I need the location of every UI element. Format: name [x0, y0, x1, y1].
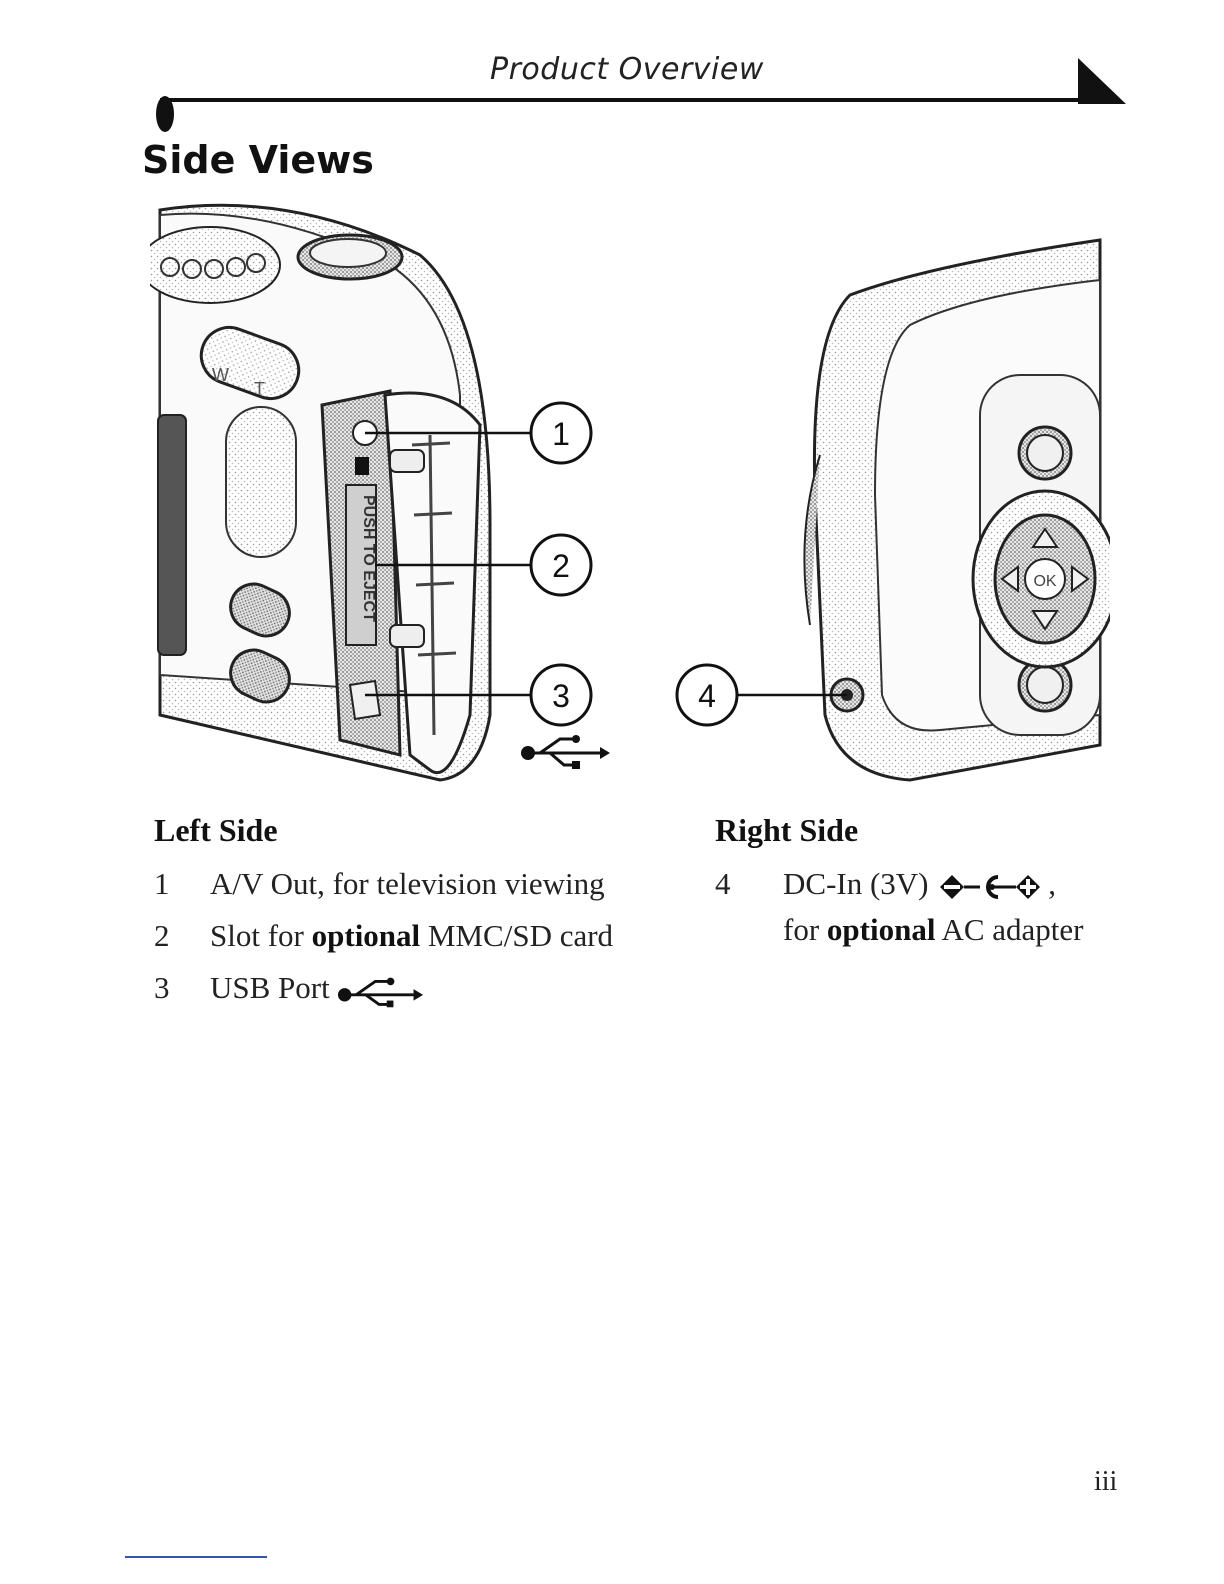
header-rule	[160, 98, 1094, 102]
svg-text:4: 4	[698, 678, 716, 714]
left-side-heading: Left Side	[154, 812, 278, 849]
ok-button-label: OK	[1033, 573, 1056, 590]
footer-rule	[125, 1556, 267, 1558]
dc-polarity-icon	[936, 872, 1048, 902]
eject-label: PUSH TO EJECT	[360, 495, 377, 622]
svg-text:1: 1	[552, 416, 570, 452]
camera-side-views-illustration: W T PUSH TO EJECT	[150, 195, 1110, 795]
right-side-camera: OK	[804, 240, 1110, 780]
header-rule-start-dot	[156, 96, 174, 132]
callout-3: 3	[531, 665, 591, 725]
page-number: iii	[1094, 1466, 1117, 1498]
usb-icon	[521, 735, 610, 769]
page-title: Side Views	[142, 138, 374, 182]
callout-1: 1	[531, 403, 591, 463]
right-side-heading: Right Side	[715, 812, 858, 849]
svg-text:3: 3	[552, 678, 570, 714]
zoom-w-label: W	[212, 365, 229, 385]
right-side-item-4-line-2: for optional AC adapter	[783, 912, 1084, 948]
zoom-t-label: T	[254, 379, 265, 399]
callout-2: 2	[531, 535, 591, 595]
callout-4: 4	[677, 665, 737, 725]
header-arrow-icon	[1078, 58, 1128, 106]
usb-icon	[337, 973, 425, 1009]
running-header-title: Product Overview	[490, 52, 764, 87]
svg-text:2: 2	[552, 548, 570, 584]
